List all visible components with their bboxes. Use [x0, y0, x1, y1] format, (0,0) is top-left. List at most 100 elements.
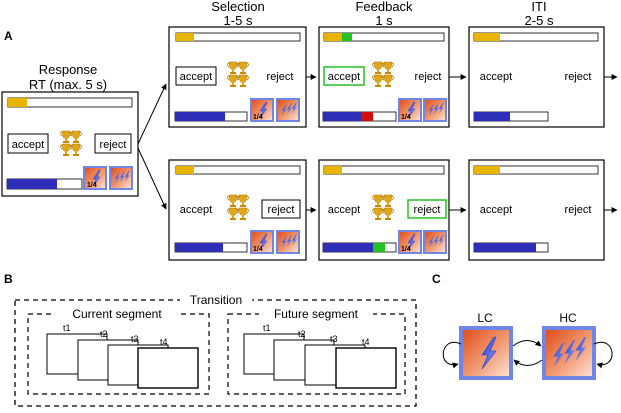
progress-fill: [176, 33, 194, 41]
future-segment-label: Future segment: [274, 307, 359, 321]
time-label: t4: [160, 337, 168, 347]
time-label: t2: [298, 329, 306, 339]
progress-fill: [474, 166, 500, 174]
reward-bar-fill: [323, 112, 361, 121]
accept-box: [175, 66, 217, 86]
phase-header-iti: ITI 2-5 s: [525, 0, 554, 28]
reject-label: reject: [267, 71, 294, 83]
future-segment-box: [227, 313, 406, 395]
phase-subtitle: RT (max. 5 s): [29, 77, 107, 92]
progress-bar: [175, 165, 301, 175]
accept-label: accept: [12, 139, 44, 151]
reward-bar-fill: [323, 243, 373, 252]
accept-label: accept: [328, 204, 360, 216]
lc-self-loop: [442, 341, 462, 369]
panel-c-label: C: [432, 272, 441, 286]
card-hc-icon: [424, 99, 446, 121]
transition-diagram: Transition Current segment t1 t2 t3 t4 F…: [14, 293, 417, 407]
accept-label: accept: [328, 71, 360, 83]
card-fraction-label: 1/4: [401, 114, 411, 121]
hc-self-loop: [593, 341, 613, 369]
lc-to-hc-arrow: [512, 340, 542, 347]
reward-bar-loss: [361, 112, 373, 121]
arrow-to-bottom-row: [137, 147, 167, 210]
screen-selection-top: accept reject 1/4: [168, 26, 307, 128]
accept-box: [7, 133, 49, 154]
hc-to-lc-arrow: [513, 359, 543, 366]
reject-label: reject: [415, 71, 442, 83]
reward-bar-gain: [373, 243, 385, 252]
card-hc-icon: [277, 99, 299, 121]
card-fraction-label: 1/4: [87, 182, 97, 189]
screen-iti-bottom: accept reject: [468, 159, 605, 261]
card-fraction-label: 1/4: [253, 114, 263, 121]
time-label: t2: [100, 329, 108, 339]
phase-title: ITI: [531, 0, 546, 14]
card-hc-icon: [277, 231, 299, 253]
phase-header-response: Response RT (max. 5 s): [29, 62, 107, 92]
phase-subtitle: 1-5 s: [224, 13, 253, 28]
reject-box-highlighted: [407, 199, 447, 219]
future-frames: t1 t2 t3 t4: [243, 323, 397, 389]
reject-label: reject: [268, 204, 295, 216]
hc-card-icon: [542, 326, 596, 380]
hc-label: HC: [559, 311, 577, 325]
progress-fill: [324, 166, 342, 174]
transition-title: Transition: [190, 293, 242, 307]
card-hc-icon: [424, 231, 446, 253]
screen-response: accept reject 1/4: [1, 91, 139, 197]
panel-b-label: B: [4, 272, 13, 286]
phase-title: Response: [39, 62, 98, 77]
screen-feedback-bottom: accept reject 1/4: [318, 159, 450, 261]
screen-feedback-top: accept reject 1/4: [318, 26, 450, 128]
progress-fill: [8, 98, 27, 107]
phase-title: Feedback: [355, 0, 413, 14]
arrow-to-top-row: [137, 83, 167, 145]
card-hc-icon: [110, 167, 132, 189]
frame-t4: [137, 347, 199, 389]
state-transition-diagram: LC HC: [442, 311, 613, 380]
card-fraction-label: 1/4: [253, 246, 263, 253]
reward-bar-fill: [7, 179, 57, 189]
time-label: t4: [362, 337, 370, 347]
accept-label: accept: [480, 204, 512, 216]
phase-subtitle: 1 s: [375, 13, 393, 28]
accept-box-highlighted: [323, 66, 365, 86]
panel-a-label: A: [4, 29, 13, 43]
progress-fill: [324, 33, 342, 41]
accept-label: accept: [180, 204, 212, 216]
progress-fill: [176, 166, 194, 174]
reward-bar-fill: [474, 243, 536, 252]
card-fraction-label: 1/4: [401, 246, 411, 253]
current-segment-label: Current segment: [72, 307, 162, 321]
reward-bar-fill: [175, 112, 225, 121]
progress-fill: [474, 33, 500, 41]
time-label: t3: [330, 334, 338, 344]
screen-iti-top: accept reject: [468, 26, 605, 128]
reject-label: reject: [100, 139, 127, 151]
time-label: t1: [263, 323, 271, 333]
lc-label: LC: [477, 311, 493, 325]
frame-t4: [335, 347, 397, 389]
accept-label: accept: [180, 71, 212, 83]
phase-header-feedback: Feedback 1 s: [355, 0, 413, 28]
time-label: t3: [131, 334, 139, 344]
screen-selection-bottom: accept reject 1/4: [168, 159, 307, 261]
accept-label: accept: [480, 71, 512, 83]
reject-label: reject: [565, 71, 592, 83]
progress-feedback-green: [342, 33, 352, 41]
phase-header-selection: Selection 1-5 s: [211, 0, 264, 28]
current-frames: t1 t2 t3 t4: [46, 323, 199, 389]
reject-box: [261, 199, 301, 219]
reward-bar-fill: [175, 243, 223, 252]
progress-bar: [175, 32, 301, 42]
reject-label: reject: [414, 204, 441, 216]
reject-label: reject: [565, 204, 592, 216]
lc-card-icon: [459, 326, 513, 380]
reward-bar-fill: [474, 112, 510, 121]
reject-box: [94, 133, 132, 154]
phase-title: Selection: [211, 0, 264, 14]
time-label: t1: [63, 323, 71, 333]
phase-subtitle: 2-5 s: [525, 13, 554, 28]
